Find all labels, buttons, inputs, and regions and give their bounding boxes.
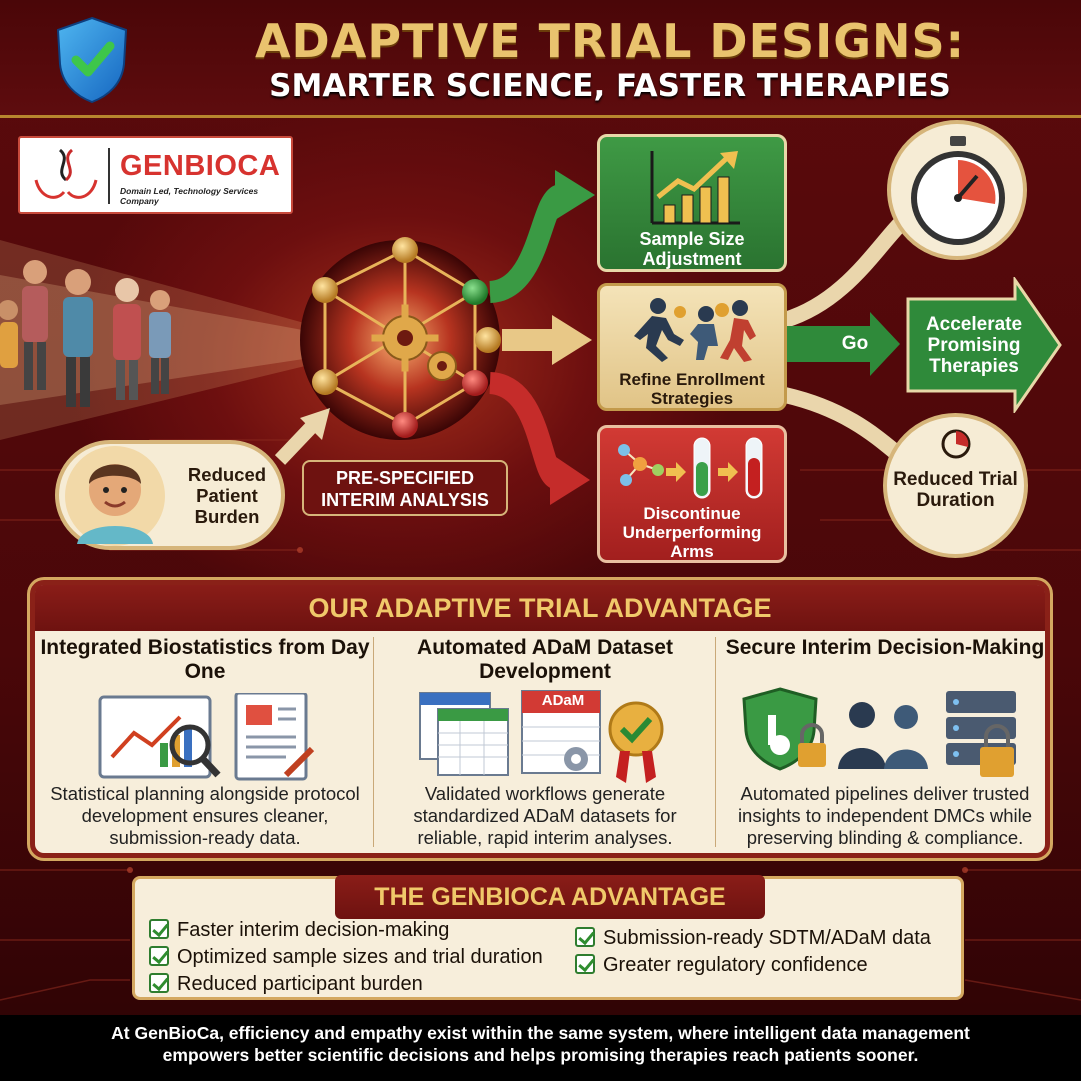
secure-decision-column: Secure Interim Decision-Making Automated… xyxy=(720,633,1050,853)
stopwatch-icon xyxy=(911,136,1005,245)
reduced-duration-label: Reduced Trial Duration xyxy=(893,469,1018,511)
interim-analysis-label: PRE-SPECIFIED INTERIM ANALYSIS xyxy=(302,460,508,516)
logo-name: GENBIOCA xyxy=(120,150,281,182)
accelerate-arrow xyxy=(906,277,1062,413)
accelerate-label: Accelerate Promising Therapies xyxy=(925,314,1023,377)
adaptive-advantage-panel: OUR ADAPTIVE TRIAL ADVANTAGE Integrated … xyxy=(30,580,1050,858)
checklist-item: Submission-ready SDTM/ADaM data xyxy=(575,927,931,950)
secure-team-server-icon xyxy=(742,687,1016,777)
genbioca-advantage-title: THE GENBIOCA ADVANTAGE xyxy=(335,875,765,919)
discontinue-label: Discontinue Underperforming Arms xyxy=(622,504,762,561)
checklist-item: Reduced participant burden xyxy=(149,973,423,996)
genbioca-advantage-panel: THE GENBIOCA ADVANTAGE Faster interim de… xyxy=(132,875,964,1000)
secure-decision-heading: Secure Interim Decision-Making xyxy=(725,636,1045,659)
page-subtitle: SMARTER SCIENCE, FASTER THERAPIES xyxy=(269,68,951,104)
checkbox-checked-icon xyxy=(149,919,169,939)
checklist-item: Optimized sample sizes and trial duratio… xyxy=(149,946,543,969)
enrollment-card: Refine Enrollment Strategies xyxy=(597,283,787,411)
adam-text: Validated workflows generate standardize… xyxy=(413,783,677,848)
advantage-title: OUR ADAPTIVE TRIAL ADVANTAGE xyxy=(308,593,772,623)
dataset-table-icon xyxy=(419,690,664,783)
checklist-item: Faster interim decision-making xyxy=(149,919,449,942)
checkbox-checked-icon xyxy=(575,927,595,947)
patient-avatar xyxy=(65,446,165,546)
column-divider xyxy=(373,637,374,847)
adam-badge: ADaM xyxy=(541,692,585,709)
genbioca-logo: GENBIOCA Domain Led, Technology Services… xyxy=(18,136,293,214)
header-banner: ADAPTIVE TRIAL DESIGNS: SMARTER SCIENCE,… xyxy=(0,0,1081,118)
column-divider xyxy=(715,637,716,847)
page-title: ADAPTIVE TRIAL DESIGNS: xyxy=(254,14,966,68)
sample-size-card: Sample Size Adjustment xyxy=(597,134,787,272)
checklist-item: Greater regulatory confidence xyxy=(575,954,868,977)
analytics-report-icon xyxy=(98,693,315,781)
secure-decision-text: Automated pipelines deliver trusted insi… xyxy=(737,783,1033,848)
bar-chart-icon xyxy=(650,151,740,225)
stopwatch-circle xyxy=(887,120,1027,260)
adam-heading: Automated ADaM Dataset Development xyxy=(417,636,673,683)
footer-line-2: empowers better scientific decisions and… xyxy=(162,1045,919,1065)
patient-crowd-illustration xyxy=(0,260,171,407)
advantage-title-bar xyxy=(35,585,1045,631)
patient-burden-label: Reduced Patient Burden xyxy=(187,464,267,527)
dna-hands-icon xyxy=(34,148,98,199)
adam-column: Automated ADaM Dataset Development ADaM … xyxy=(380,633,710,853)
checkbox-checked-icon xyxy=(575,954,595,974)
patient-burden-panel: Reduced Patient Burden xyxy=(55,440,285,550)
shield-check-icon xyxy=(56,16,128,104)
running-people-icon xyxy=(634,298,756,362)
checkbox-checked-icon xyxy=(149,946,169,966)
enrollment-label: Refine Enrollment Strategies xyxy=(619,370,765,408)
checkbox-checked-icon xyxy=(149,973,169,993)
logo-tagline: Domain Led, Technology Services Company xyxy=(120,186,259,206)
footer-banner: At GenBioCa, efficiency and empathy exis… xyxy=(0,1015,1081,1081)
biostatistics-column: Integrated Biostatistics from Day One St… xyxy=(40,633,370,853)
reduced-duration-circle: Reduced Trial Duration xyxy=(883,413,1028,558)
biostatistics-heading: Integrated Biostatistics from Day One xyxy=(40,636,370,683)
test-tubes-icon xyxy=(618,437,763,499)
logo-divider xyxy=(108,148,110,204)
footer-line-1: At GenBioCa, efficiency and empathy exis… xyxy=(111,1023,970,1043)
discontinue-card: Discontinue Underperforming Arms xyxy=(597,425,787,563)
biostatistics-text: Statistical planning alongside protocol … xyxy=(50,783,360,848)
go-label: Go xyxy=(841,333,869,354)
footer-text: At GenBioCa, efficiency and empathy exis… xyxy=(10,1022,1071,1066)
timer-icon xyxy=(941,429,971,459)
sample-size-label: Sample Size Adjustment xyxy=(639,229,745,269)
